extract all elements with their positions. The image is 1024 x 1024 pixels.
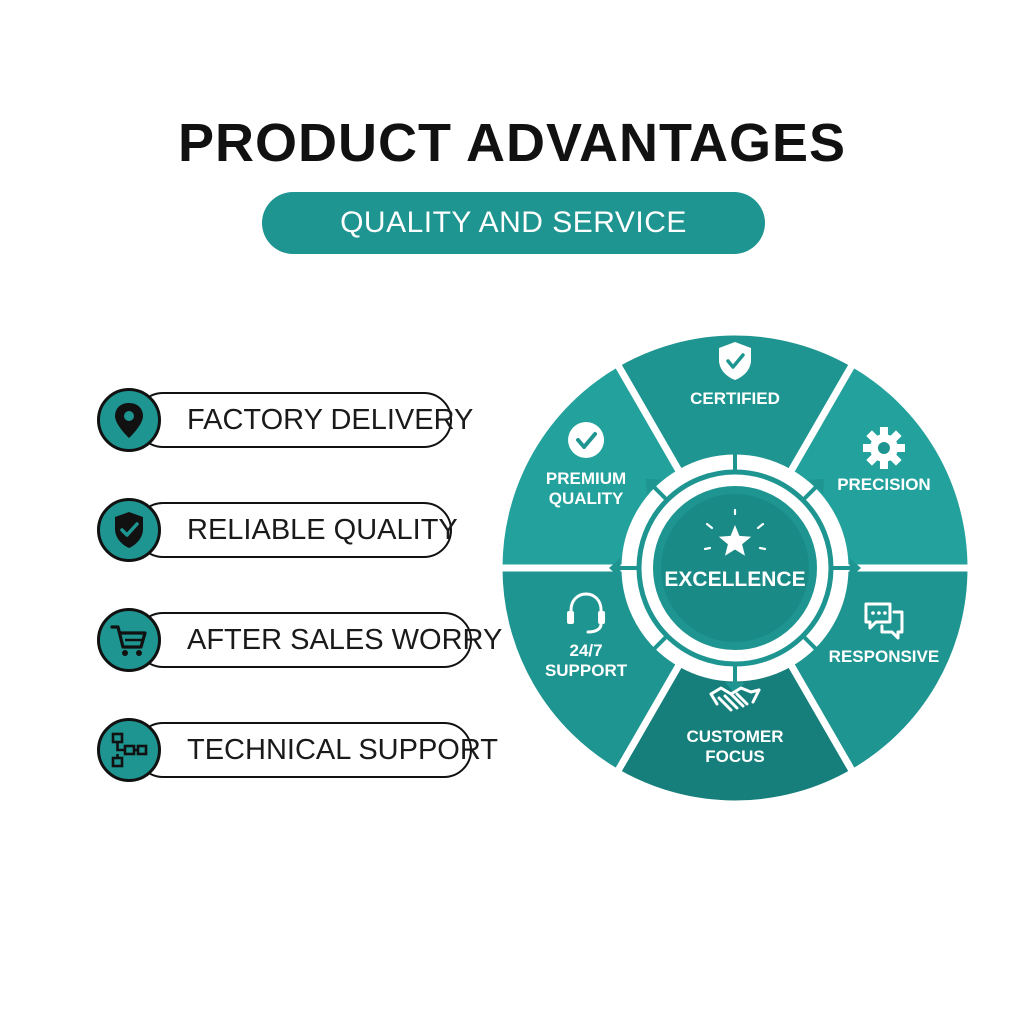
arrow-shaft [801, 483, 820, 502]
chat-bubbles-icon [864, 602, 904, 640]
arrow-shaft [801, 634, 820, 653]
feature-factory-delivery: FACTORY DELIVERY [97, 388, 473, 452]
gear-icon [862, 427, 905, 469]
feature-label: FACTORY DELIVERY [187, 404, 474, 436]
feature-label: TECHNICAL SUPPORT [187, 734, 498, 766]
arrow-head [645, 478, 662, 495]
star-icon [703, 508, 767, 556]
arrow-head [849, 557, 861, 579]
page-title: PRODUCT ADVANTAGES [177, 113, 846, 173]
arrow-head [808, 641, 825, 658]
wheel-segment-label: CUSTOMER [687, 727, 784, 746]
wheel-segment-label: QUALITY [549, 489, 624, 508]
arrow-ring [609, 442, 861, 694]
center-label: EXCELLENCE [664, 568, 805, 591]
feature-technical-support: TECHNICAL SUPPORT [97, 718, 498, 782]
feature-label: AFTER SALES WORRY [187, 624, 503, 656]
feature-pill [135, 722, 472, 778]
feature-after-sales-worry: AFTER SALES WORRY [97, 608, 502, 672]
arrow-shaft [650, 634, 669, 653]
feature-pill [135, 392, 452, 448]
feature-pill [135, 612, 472, 668]
shield-check-icon [97, 498, 161, 562]
wheel-segment-label: RESPONSIVE [829, 647, 940, 666]
headset-icon [567, 592, 606, 634]
wheel-segment-label: PREMIUM [546, 469, 626, 488]
wheel-segment-content: RESPONSIVE [829, 602, 940, 666]
wheel-segment-content: PRECISION [837, 427, 931, 494]
feature-pill [135, 502, 452, 558]
arrow-shaft [650, 483, 669, 502]
flowchart-icon [97, 718, 161, 782]
arrow-head [724, 682, 746, 694]
shopping-cart-icon [97, 608, 161, 672]
location-pin-icon [97, 388, 161, 452]
wheel-segment-label: CERTIFIED [690, 389, 780, 408]
wheel-segment-label: 24/7 [569, 641, 602, 660]
shield-check-icon [719, 342, 751, 380]
wheel-segment-content: CERTIFIED [690, 342, 780, 408]
checkmark-circle-icon [568, 422, 605, 458]
handshake-icon [709, 686, 761, 712]
arrow-head [609, 557, 621, 579]
feature-reliable-quality: RELIABLE QUALITY [97, 498, 458, 562]
arrow-head [724, 442, 746, 454]
arrow-head [645, 641, 662, 658]
wheel-segment-label: SUPPORT [545, 661, 628, 680]
wheel-segment-label: PRECISION [837, 475, 931, 494]
arrow-head [808, 478, 825, 495]
excellence-wheel: EXCELLENCE CERTIFIED PRECISION RESPONSIVE… [500, 328, 970, 808]
feature-label: RELIABLE QUALITY [187, 514, 458, 546]
center-circle-inner [661, 494, 809, 642]
wheel-segment-label: FOCUS [705, 747, 765, 766]
subtitle-banner: QUALITY AND SERVICE EXCELLENCE [262, 192, 765, 301]
